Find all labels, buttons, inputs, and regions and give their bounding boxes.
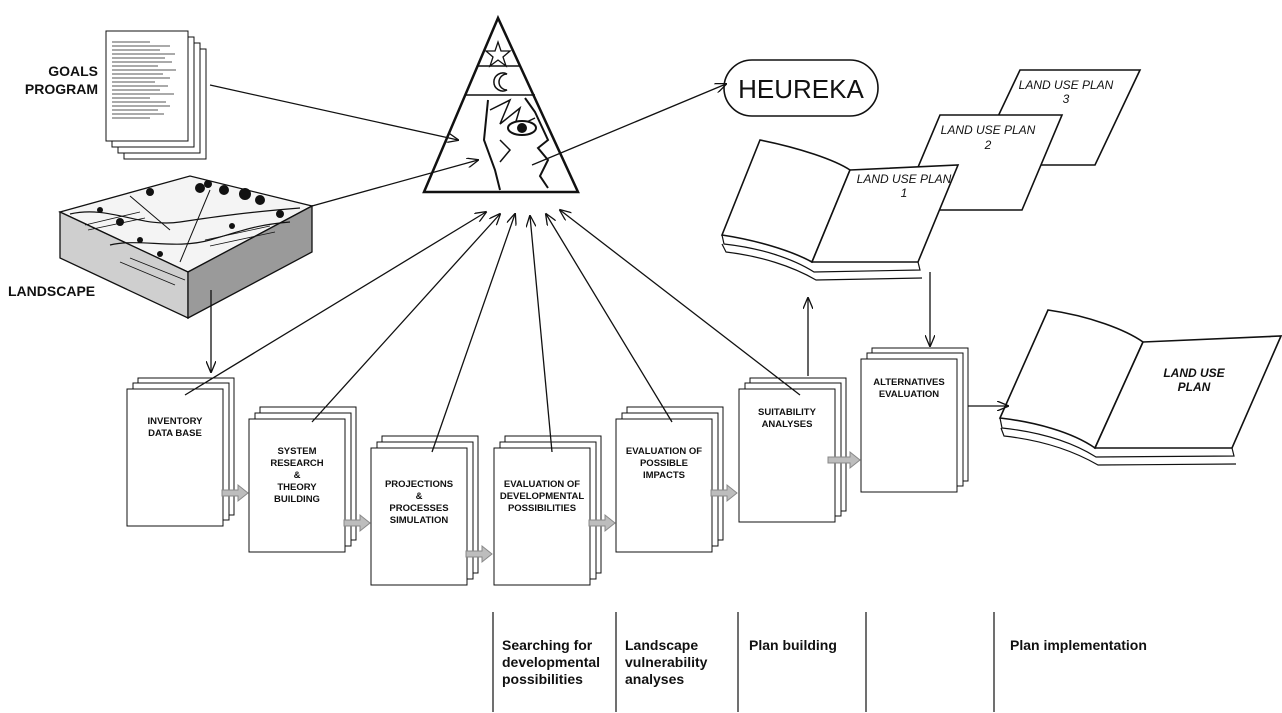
step-alternatives-stack: [860, 347, 969, 493]
alternatives-label-1: ALTERNATIVES: [873, 377, 944, 388]
landscape-to-planner-arrow: [311, 160, 478, 207]
projections-label-1: PROJECTIONS: [385, 479, 453, 490]
step-system-research-stack: [248, 406, 357, 553]
inventory-label-1: INVENTORY: [148, 416, 204, 427]
system-label-3: &: [294, 470, 301, 481]
goals-document-stack: [105, 30, 207, 160]
projections-label-3: PROCESSES: [389, 503, 448, 514]
evaluation-imp-label-3: IMPACTS: [643, 470, 685, 481]
evaluation-imp-label-2: POSSIBLE: [640, 458, 688, 469]
goals-label-line1: GOALS: [48, 63, 98, 79]
alternatives-label-2: EVALUATION: [879, 389, 939, 400]
plan3-label-line1: LAND USE PLAN: [1019, 78, 1114, 92]
step-flow-arrows: [221, 450, 861, 564]
step-suitability-stack: [738, 377, 847, 523]
system-feedback-arrow: [311, 214, 500, 423]
inventory-feedback-arrow: [184, 212, 486, 396]
phase-vulnerability-label: Landscape vulnerability analyses: [625, 637, 708, 687]
projections-label-2: &: [416, 491, 423, 502]
step-evaluation-imp-stack: [615, 406, 724, 553]
step-inventory-stack: [126, 377, 235, 527]
phase-implementation-label: Plan implementation: [1010, 637, 1147, 653]
projections-feedback-arrow: [431, 214, 515, 453]
landscape-block-illustration: [58, 175, 314, 320]
evaluation-dev-label-1: EVALUATION OF: [504, 479, 580, 490]
goals-label-line2: PROGRAM: [25, 81, 98, 97]
projections-label-4: SIMULATION: [390, 515, 449, 526]
evaluation-dev-feedback-arrow: [530, 216, 553, 453]
heureka-label: HEUREKA: [738, 74, 864, 104]
final-land-use-plan-book: [998, 309, 1282, 466]
step-evaluation-dev-stack: [493, 435, 602, 586]
system-label-4: THEORY: [277, 482, 317, 493]
plan1-label-line1: LAND USE PLAN: [857, 172, 952, 186]
inventory-label-2: DATA BASE: [148, 428, 202, 439]
goals-to-planner-arrow: [209, 84, 458, 140]
phase-searching-label: Searching for developmental possibilitie…: [502, 637, 601, 687]
evaluation-dev-label-2: DEVELOPMENTAL: [500, 491, 584, 502]
suitability-feedback-arrow: [560, 210, 801, 396]
plan2-label-line1: LAND USE PLAN: [941, 123, 1036, 137]
land-use-plan-1-book: [720, 139, 960, 281]
system-label-2: RESEARCH: [270, 458, 323, 469]
plan2-label-line2: 2: [984, 138, 992, 152]
system-label-1: SYSTEM: [277, 446, 316, 457]
planner-pyramid-icon: [422, 14, 580, 194]
phase-plan-building-label: Plan building: [749, 637, 837, 653]
system-label-5: BUILDING: [274, 494, 320, 505]
suitability-label-1: SUITABILITY: [758, 407, 817, 418]
planner-to-heureka-arrow: [531, 84, 726, 166]
suitability-label-2: ANALYSES: [762, 419, 813, 430]
plan3-label-line2: 3: [1063, 92, 1070, 106]
landscape-label: LANDSCAPE: [8, 283, 95, 299]
evaluation-imp-label-1: EVALUATION OF: [626, 446, 702, 457]
phase-dividers: [492, 612, 995, 712]
evaluation-imp-feedback-arrow: [546, 214, 673, 423]
evaluation-dev-label-3: POSSIBILITIES: [508, 503, 576, 514]
step-projections-stack: [370, 435, 479, 586]
final-plan-label-line1: LAND USE: [1163, 366, 1225, 380]
plan1-label-line2: 1: [901, 186, 908, 200]
final-plan-label-line2: PLAN: [1178, 380, 1211, 394]
